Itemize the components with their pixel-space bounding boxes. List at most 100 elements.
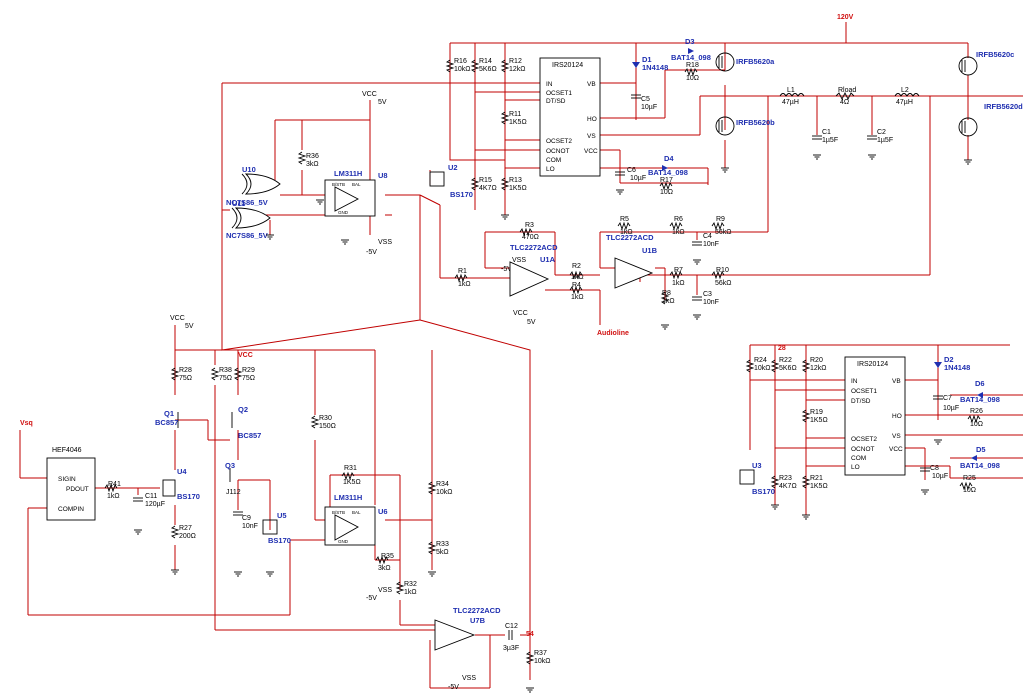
r26-val: 10Ω [970,421,983,428]
d6-ref: D6 [975,379,985,388]
u6-bal: BAL [352,510,361,515]
hef-pin-pdout: PDOUT [66,486,89,493]
resistor-v-12 [801,475,811,489]
resistor-h-10 [711,270,725,280]
r30-val: 150Ω [319,423,336,430]
rail-5v-u8: 5V [378,99,387,106]
r5-val: 1kΩ [620,229,633,236]
d5-part: BAT14_098 [960,461,1000,470]
c8-val: 10µF [932,473,948,480]
q1-ref: Q1 [164,409,174,418]
d4-part: BAT14_098 [648,168,688,177]
r11-val: 1K5Ω [509,119,527,126]
c6-val: 10µF [630,175,646,182]
rail-5v-u1a: 5V [527,319,536,326]
resistor-labels: R16 10kΩ R14 5K6Ω R12 12kΩ R11 1K5Ω R15 … [107,58,983,665]
irs1-pin-vs: VS [587,133,596,140]
r19-val: 1K5Ω [810,417,828,424]
net-54: 54 [526,631,534,638]
r13-ref: R13 [509,177,522,184]
r29-ref: R29 [242,367,255,374]
resistor-v-0 [445,59,455,73]
r16-val: 10kΩ [454,66,471,73]
r14-ref: R14 [479,58,492,65]
resistor-v-15 [233,367,243,381]
resistor-v-3 [500,111,510,125]
irs20124-lower-name: IRS20124 [857,361,888,368]
r4-ref: R4 [572,282,581,289]
u7b-triangle [434,619,476,651]
resistor-h-8 [711,221,725,231]
r31-val: 1K5Ω [343,479,361,486]
r5-ref: R5 [620,216,629,223]
diode-d2: D2 1N4148 [934,355,970,372]
d1-part: 1N4148 [642,63,668,72]
r7-ref: R7 [674,267,683,274]
irs2-pin-vb: VB [892,378,901,385]
r41-ref: R41 [108,481,121,488]
r38-val: 75Ω [219,375,232,382]
c4-ref: C4 [703,233,712,240]
bjt-q2: Q2 BC857 [231,405,261,440]
c5-ref: C5 [641,96,650,103]
resistor-h-1 [659,181,673,191]
mosfet-irfb5620c: IRFB5620c [958,50,1014,76]
resistor-v-11 [770,475,780,489]
resistor-v-7 [745,359,755,373]
c12-ref: C12 [505,623,518,630]
q3-ref: Q3 [225,461,235,470]
u8-part: LM311H [334,169,362,178]
ground-glyphs [134,154,972,693]
rail-vcc-lowleft: VCC [238,352,253,359]
rail-vcc-u8: VCC [362,91,377,98]
u10-ref: U10 [242,165,256,174]
irs1-pin-com: COM [546,157,561,164]
diode-d5: D5 BAT14_098 [960,445,1000,470]
rail-5v-q1: 5V [185,323,194,330]
diode-d4: D4 BAT14_098 [648,154,688,177]
diode-d6: D6 BAT14_098 [960,379,1000,404]
resistor-h-3 [454,273,468,283]
irs2-pin-com: COM [851,455,866,462]
u5-ref: U5 [277,511,287,520]
q3-part: J112 [226,489,241,496]
r31-ref: R31 [344,465,357,472]
resistor-h-12 [959,481,973,491]
u4-part: BS170 [177,492,200,501]
u8-triangle [334,186,359,212]
u4-ref: U4 [177,467,187,476]
r25-ref: R25 [963,475,976,482]
c5-val: 10µF [641,104,657,111]
resistor-v-5 [500,177,510,191]
irs2-pin-ocset2: OCSET2 [851,436,877,443]
c6-ref: C6 [627,167,636,174]
r22-ref: R22 [779,357,792,364]
r20-ref: R20 [810,357,823,364]
r23-ref: R23 [779,475,792,482]
u8-bal: BAL [352,182,361,187]
hef4046: HEF4046 SIGIN PDOUT COMPIN [46,447,96,521]
c7-val: 10µF [943,405,959,412]
r3-val: 470Ω [522,234,539,241]
rail-m5v-u6: -5V [366,595,377,602]
bjt-q1: Q1 BC857 [155,409,179,428]
r18-ref: R18 [686,62,699,69]
q-irfb5620d-label: IRFB5620d [984,102,1023,111]
d3-ref: D3 [685,37,695,46]
r36-val: 3kΩ [306,161,319,168]
q1-part: BC857 [155,418,178,427]
resistor-h-5 [569,285,583,295]
u10-part: NC7S86_5V [226,198,268,207]
d2-ref: D2 [944,355,954,364]
u1b-triangle [614,257,654,289]
resistor-v-19 [395,581,405,595]
hef-pin-sigin: SIGIN [58,476,76,483]
r29-val: 75Ω [242,375,255,382]
u6-bstb: B/STB [332,510,345,515]
u2-ref: U2 [448,163,458,172]
resistor-h-6 [617,221,631,231]
c3-ref: C3 [703,291,712,298]
u8-ref: U8 [378,171,388,180]
c3-val: 10nF [703,299,719,306]
